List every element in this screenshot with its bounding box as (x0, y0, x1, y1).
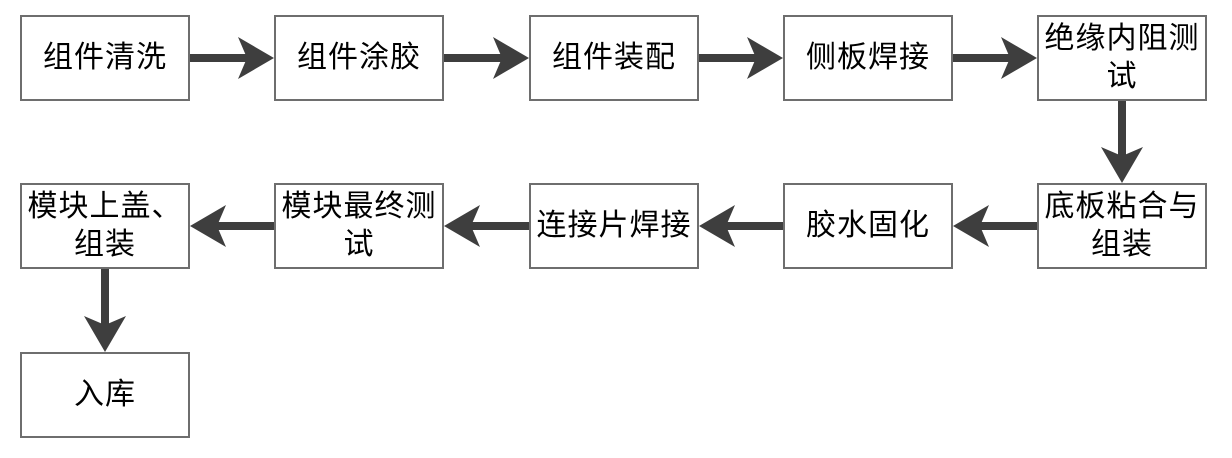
flow-node-glue-cure: 胶水固化 (783, 183, 953, 269)
flow-node-bottom-bond: 底板粘合与 组装 (1037, 183, 1207, 269)
flow-node-tab-weld: 连接片焊接 (529, 183, 699, 269)
arrow-side-weld-to-insul-test (953, 37, 1037, 79)
arrow-clean-to-glue (190, 37, 274, 79)
arrow-assemble-to-side-weld (699, 37, 783, 79)
flow-node-insul-test: 绝缘内阻测 试 (1037, 15, 1207, 101)
flow-node-top-cover: 模块上盖、 组装 (20, 183, 190, 269)
flow-node-side-weld: 侧板焊接 (783, 15, 953, 101)
flow-node-glue: 组件涂胶 (274, 15, 444, 101)
arrow-final-test-to-top-cover (190, 205, 274, 247)
flow-node-assemble: 组件装配 (529, 15, 699, 101)
arrow-bottom-bond-to-glue-cure (953, 205, 1037, 247)
arrow-glue-cure-to-tab-weld (699, 205, 783, 247)
flow-node-clean: 组件清洗 (20, 15, 190, 101)
arrow-tab-weld-to-final-test (444, 205, 529, 247)
flow-node-warehouse: 入库 (20, 352, 190, 438)
arrow-glue-to-assemble (444, 37, 529, 79)
arrow-insul-test-to-bottom-bond (1101, 101, 1143, 183)
arrow-top-cover-to-warehouse (84, 269, 126, 352)
flow-node-final-test: 模块最终测 试 (274, 183, 444, 269)
